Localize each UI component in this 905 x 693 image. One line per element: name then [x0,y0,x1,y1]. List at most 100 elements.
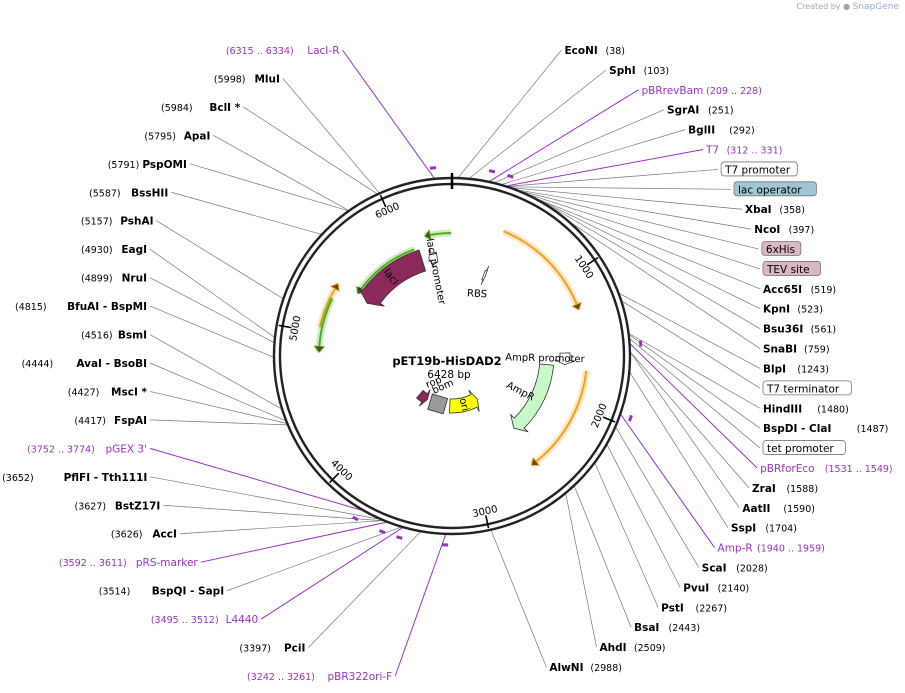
site-position: (4930) [81,245,113,256]
label-pvui-27: PvuI(2140) [683,582,749,594]
label-bsmi-12: BsmI(4516) [81,330,147,342]
feature-name: tet promoter [767,443,834,455]
site-name: MluI [254,73,279,85]
label-pspomi-18: PspOMI(5791) [108,159,187,171]
site-name: BsmI [118,330,147,342]
site-name: Amp-R [718,543,753,555]
site-name: AvaI - BsoBI [76,358,147,370]
site-position: (561) [811,325,837,336]
site-name: PshAI [120,216,153,228]
site-position: (1480) [817,404,849,415]
plasmid-length: 6428 bp [427,369,471,381]
label-pshai-16: PshAI(5157) [81,216,154,228]
tick-label-3000: 3000 [472,504,499,520]
orf-3 [313,296,336,353]
site-name: ZraI [752,483,776,495]
tick-label-5000: 5000 [288,315,303,342]
label-t7-5: T7(312 .. 331) [705,145,782,157]
site-position: (4899) [81,274,113,285]
site-position: (397) [789,225,815,236]
site-name: SphI [609,65,635,77]
feature-name: 6xHis [766,244,795,256]
label-tet-promoter-20: tet promoter [762,440,846,455]
label-ncoi-9: NcoI(397) [754,224,814,236]
tick-mark-1000 [586,256,599,266]
site-name: AccI [152,529,176,541]
label-l4440-2: L4440(3495 .. 3512) [151,614,258,626]
tick-mark-4000 [329,472,340,484]
site-position: (2443) [669,623,701,634]
label-bstz17i-6: BstZ17I(3627) [75,500,161,512]
credit-prefix: Created by [796,2,841,11]
label-snabi-15: SnaBI(759) [763,344,830,356]
label-nrui-14: NruI (4899) [81,273,147,285]
credit-brand: SnapGene [852,2,899,12]
label-avai-bsobi-11: AvaI - BsoBI (4444) [22,358,147,370]
site-name: PstI [661,602,684,614]
label-tev-site-11: TEV site [762,261,821,276]
label-leader-lines [149,49,761,677]
label-t7-promoter-6: T7 promoter [720,161,798,176]
site-position: (4427) [68,387,100,398]
site-position: (3397) [239,644,271,655]
site-position: (6315 .. 6334) [226,46,294,57]
label-bfuai-bspmi-13: BfuAI - BspMI(4815) [15,301,147,313]
feature-label-ampr-promoter: AmpR promoter [505,352,586,365]
site-labels: EcoNI(38)SphI(103)pBRrevBam(209 .. 228)S… [2,45,893,683]
tick-mark-5000 [278,324,292,329]
site-name: BlpI [763,363,786,375]
feature-ampr-promoter: AmpR promoter [505,352,586,365]
label-aatii-23: AatII(1590) [742,503,815,515]
site-position: (1704) [765,524,797,535]
site-position: (2028) [736,563,768,574]
site-position: (209 .. 228) [706,86,762,97]
site-name: Bsu36I [763,324,803,336]
snapgene-credit: Created by ● SnapGene [797,2,900,12]
label-amp-r-25: Amp-R (1940 .. 1959) [718,543,825,555]
site-name: pBRrevBam [641,85,703,97]
label-6xhis-10: 6xHis [761,241,802,256]
site-name: PciI [284,643,305,655]
label-sspi-24: SspI(1704) [731,523,797,535]
label-fspai-9: FspAI(4417) [74,415,147,427]
label-pbrforeco-21: pBRforEco(1531 .. 1549) [760,463,893,475]
site-position: (103) [644,66,670,77]
label-bspdi-clai-19: BspDI - ClaI(1487) [763,423,888,435]
site-name: AatII [742,503,770,515]
site-position: (292) [729,126,755,137]
feature-name: T7 terminator [766,383,840,395]
label-pflfi-tth111i-7: PflFI - Tth111I(3652) [2,472,147,484]
site-position: (4444) [22,359,54,370]
label-mlui-21: MluI(5998) [214,73,280,85]
label-bglii-4: BglII (292) [688,125,755,137]
label-scai-26: ScaI(2028) [702,562,768,574]
site-name: LacI-R [307,45,339,57]
site-position: (3592 .. 3611) [59,558,127,569]
tick-mark-3000 [485,515,490,529]
site-name: XbaI [745,204,772,216]
site-name: AhdI [600,642,627,654]
feature-name: T7 promoter [724,164,791,176]
site-position: (38) [605,46,625,57]
label-xbai-8: XbaI(358) [745,204,805,216]
site-name: BglII [688,125,715,137]
plasmid-name: pET19b-HisDAD2 [392,354,501,368]
site-name: BspQI - SapI [152,586,224,598]
feature-box-lac-operator [733,181,817,197]
feature-laci-promoter: lacI promoter [424,238,448,307]
orf-arrows [313,227,590,468]
label-kpni-13: KpnI(523) [763,304,823,316]
orf-1 [529,370,590,468]
site-name: HindIII [763,403,802,415]
label-psti-28: PstI(2267) [661,602,727,614]
feature-ampr: AmpR [504,363,555,433]
site-position: (1940 .. 1959) [757,544,825,555]
site-position: (3242 .. 3261) [247,672,315,683]
feature-label-ori: ori [457,397,471,412]
tick-mark-2000 [602,416,616,423]
site-name: NruI [122,273,147,285]
label-laci-r-22: LacI-R (6315 .. 6334) [226,45,340,57]
label-prs-marker-4: pRS-marker(3592 .. 3611) [59,557,199,569]
